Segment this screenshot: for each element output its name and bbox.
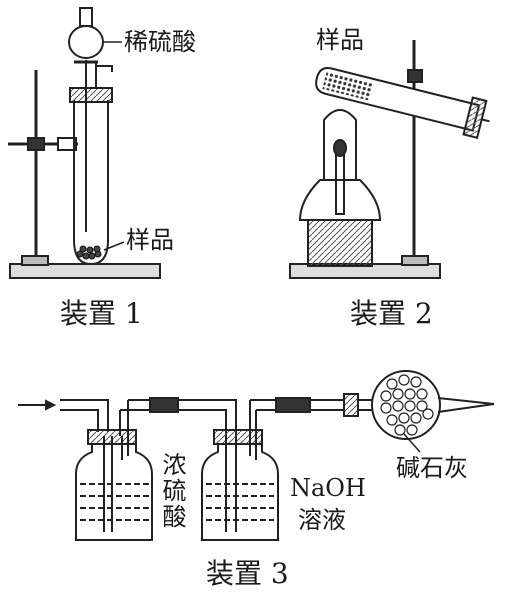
apparatus-3 [18, 370, 495, 541]
label-soda-lime: 碱石灰 [396, 454, 468, 482]
stand-base-1 [9, 263, 161, 279]
apparatus-2 [289, 40, 490, 279]
label-naoh-solution: 溶液 [298, 506, 346, 534]
caption-apparatus-2: 装置 2 [350, 297, 433, 330]
label-naoh: NaOH [290, 474, 366, 502]
label-sample-2: 样品 [316, 26, 364, 54]
test-tube-1 [73, 100, 109, 266]
label-concentrated-sulfuric-acid: 浓硫酸 [158, 452, 186, 530]
caption-apparatus-1: 装置 1 [60, 297, 143, 330]
bottle-1 [75, 444, 153, 541]
soda-lime-granules [380, 374, 434, 436]
stopper-1 [69, 87, 113, 103]
label-dilute-sulfuric-acid: 稀硫酸 [124, 28, 196, 56]
apparatus-1 [8, 7, 161, 279]
sample-beads-1 [76, 245, 102, 260]
label-sample-1: 样品 [126, 226, 174, 254]
lamp-block [307, 219, 373, 267]
alcohol-lamp [298, 179, 382, 221]
test-tube-2 [315, 67, 490, 139]
bottle-2 [201, 444, 279, 541]
caption-apparatus-3: 装置 3 [206, 557, 289, 590]
separatory-funnel [68, 25, 104, 59]
